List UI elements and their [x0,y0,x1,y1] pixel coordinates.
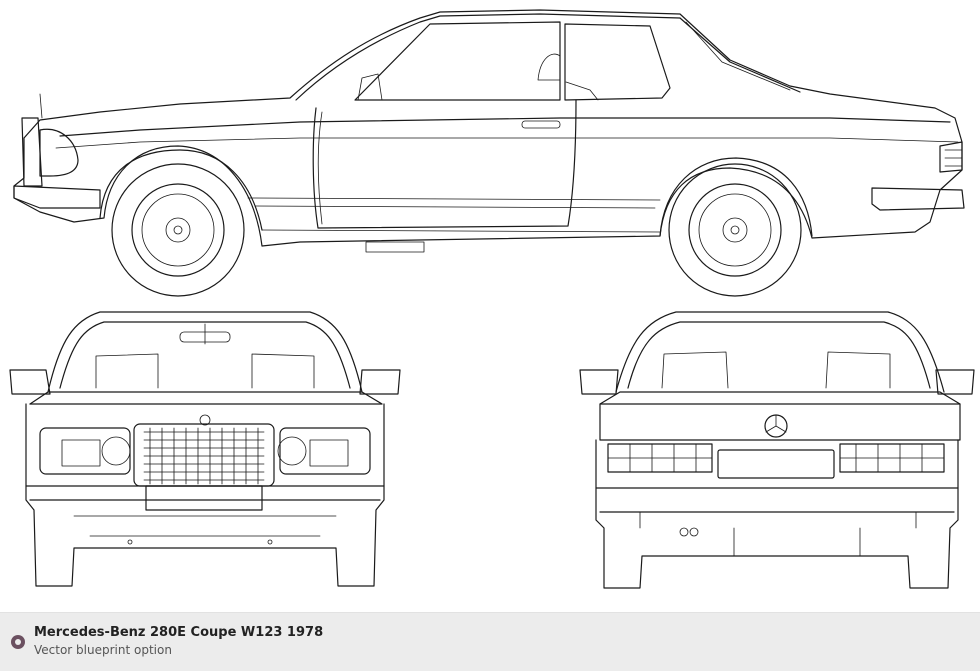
front-wheel [111,163,245,297]
side-view [13,9,965,297]
caption-subtitle: Vector blueprint option [34,643,172,657]
caption-bar: Mercedes-Benz 280E Coupe W123 1978 Vecto… [0,612,980,671]
rear-wheel [668,163,802,297]
blueprint-bullet-icon [11,635,25,649]
caption-title: Mercedes-Benz 280E Coupe W123 1978 [34,625,324,640]
front-view [9,311,401,587]
blueprint-drawing [9,9,975,589]
rear-view [579,311,975,589]
